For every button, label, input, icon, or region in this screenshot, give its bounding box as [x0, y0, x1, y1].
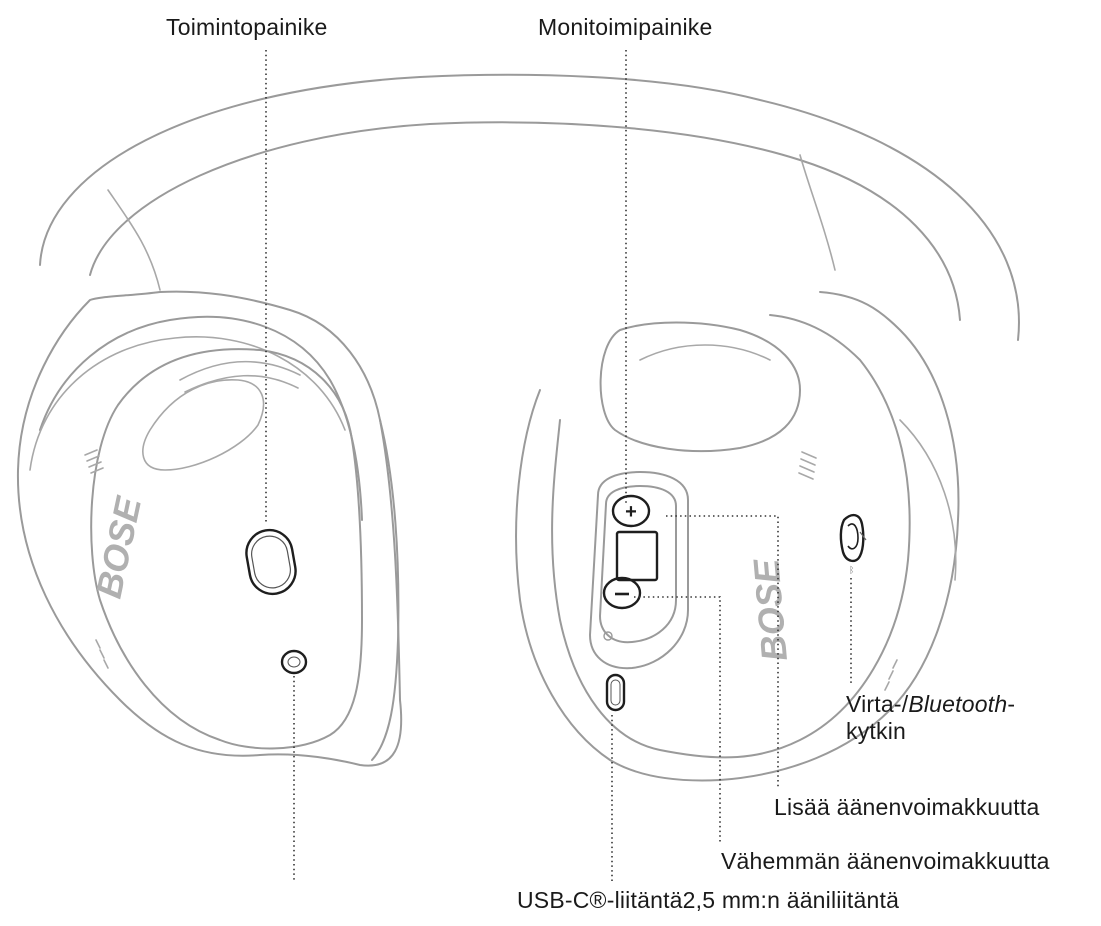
volume-down-label: Vähemmän äänenvoimakkuutta: [721, 848, 1050, 874]
power-switch-label: Virta-/Bluetooth-: [846, 690, 1015, 718]
power-bluetooth-switch[interactable]: ᛒ: [839, 513, 867, 575]
power-label-prefix: Virta-/: [846, 691, 909, 717]
plus-icon: +: [625, 501, 637, 523]
control-panel: [589, 471, 689, 670]
right-bose-logo: BOSE: [745, 557, 795, 663]
ports-label: USB-C®-liitäntä2,5 mm:n ääniliitäntä: [517, 887, 900, 913]
status-led: [603, 631, 613, 641]
power-switch-label-line2: kytkin: [846, 718, 906, 744]
bluetooth-symbol-icon: ᛒ: [849, 565, 854, 575]
headband: [39, 73, 1020, 341]
right-vent-holes: [798, 451, 817, 480]
left-earcup: BOSE: [16, 290, 403, 767]
multifunction-button-label: Monitoimipainike: [538, 14, 713, 40]
left-lower-ridges: [95, 639, 109, 669]
action-button-label: Toimintopainike: [166, 14, 328, 40]
left-vent-holes: [84, 449, 104, 474]
left-bose-logo: BOSE: [88, 492, 150, 601]
power-label-bluetooth: Bluetooth: [908, 691, 1008, 717]
volume-up-button[interactable]: +: [611, 494, 651, 528]
leader-volume-down: [634, 596, 721, 842]
right-earcup: BOSE: [515, 291, 960, 782]
power-label-suffix: -: [1007, 691, 1016, 717]
multifunction-button[interactable]: [615, 530, 659, 582]
usb-c-port: [605, 673, 626, 712]
volume-down-button[interactable]: [602, 576, 642, 610]
leader-lines: [265, 50, 852, 882]
svg-text:BOSE: BOSE: [88, 492, 150, 601]
volume-up-label: Lisää äänenvoimakkuutta: [774, 794, 1040, 820]
right-lower-ridges: [884, 659, 898, 691]
action-button[interactable]: [243, 526, 299, 597]
svg-text:BOSE: BOSE: [745, 557, 795, 663]
audio-jack-port: [280, 649, 308, 675]
